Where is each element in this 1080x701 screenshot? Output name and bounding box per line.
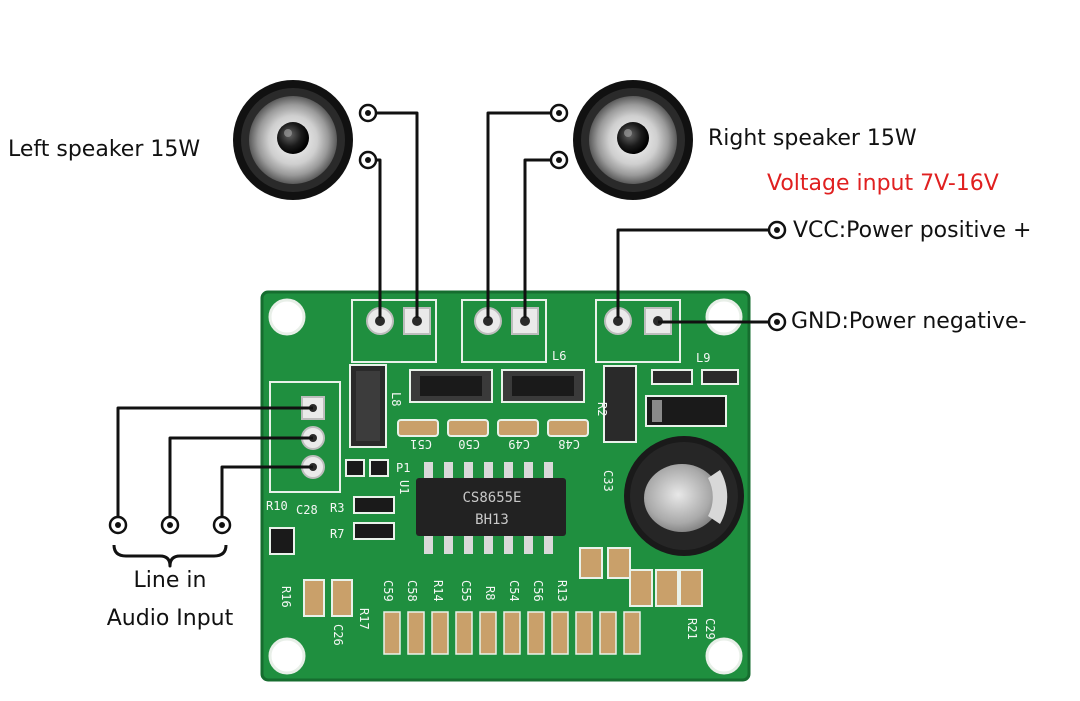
silk-label: R7	[330, 527, 344, 541]
terminal-icon	[160, 515, 180, 535]
silk-label: C59	[381, 580, 395, 602]
silk-label: R3	[330, 501, 344, 515]
terminal-icon	[549, 103, 569, 123]
silk-label: C56	[531, 580, 545, 602]
silk-label: R10	[266, 499, 288, 513]
silk-label: C33	[601, 470, 615, 492]
capacitor-icon	[624, 436, 744, 556]
silkscreen-labels: L8 L6 L9 R2 C51 C50 C49 C48 C33 P1 U1 R3…	[266, 349, 717, 646]
mounting-hole	[268, 298, 306, 336]
silk-label: L8	[389, 392, 403, 406]
chip-marking-line1: CS8655E	[462, 490, 521, 506]
vcc-label: VCC:Power positive +	[793, 218, 1032, 243]
pcb-board: CS8655E BH13	[260, 290, 751, 682]
terminal-icon	[767, 312, 787, 332]
terminal-icon	[358, 150, 378, 170]
amplifier-chip: CS8655E BH13	[416, 462, 566, 554]
silk-label: R8	[483, 586, 497, 600]
terminal-icon	[108, 515, 128, 535]
silk-label: C26	[331, 624, 345, 646]
small-components	[269, 459, 703, 655]
speaker-icon	[573, 80, 693, 200]
silk-label: C29	[703, 618, 717, 640]
silk-label: R21	[685, 618, 699, 640]
left-speaker-label: Left speaker 15W	[8, 137, 201, 162]
silk-label: R17	[357, 608, 371, 630]
silk-label: P1	[396, 461, 410, 475]
smd-capacitors	[397, 369, 739, 437]
silk-label: R2	[595, 402, 609, 416]
mounting-hole	[705, 637, 743, 675]
terminal-icon	[358, 103, 378, 123]
wiring-lines	[112, 111, 773, 568]
terminal-icons	[108, 103, 787, 535]
voltage-input-label: Voltage input 7V-16V	[767, 171, 999, 196]
silk-label: R16	[279, 586, 293, 608]
silk-label: U1	[397, 480, 411, 494]
silk-label: R14	[431, 580, 445, 602]
silk-label: C54	[507, 580, 521, 602]
output-terminal-pads	[366, 307, 672, 335]
silk-label: L9	[696, 351, 710, 365]
silk-label: C55	[459, 580, 473, 602]
silk-label: C51	[410, 437, 432, 451]
terminal-icon	[767, 220, 787, 240]
silk-label: L6	[552, 349, 566, 363]
silk-label: C58	[405, 580, 419, 602]
speaker-icon	[233, 80, 353, 200]
silk-label: C50	[458, 437, 480, 451]
audio-input-label: Audio Input	[106, 606, 234, 631]
line-in-label: Line in	[133, 568, 207, 593]
terminal-icon	[549, 150, 569, 170]
terminal-icon	[212, 515, 232, 535]
right-speaker-label: Right speaker 15W	[708, 126, 917, 151]
mounting-hole	[268, 637, 306, 675]
silk-label: C48	[558, 437, 580, 451]
silk-label: C49	[508, 437, 530, 451]
inductors	[349, 364, 727, 448]
silk-label: C28	[296, 503, 318, 517]
mounting-hole	[705, 298, 743, 336]
gnd-label: GND:Power negative-	[791, 309, 1027, 334]
chip-marking-line2: BH13	[475, 512, 509, 528]
silk-label: R13	[555, 580, 569, 602]
